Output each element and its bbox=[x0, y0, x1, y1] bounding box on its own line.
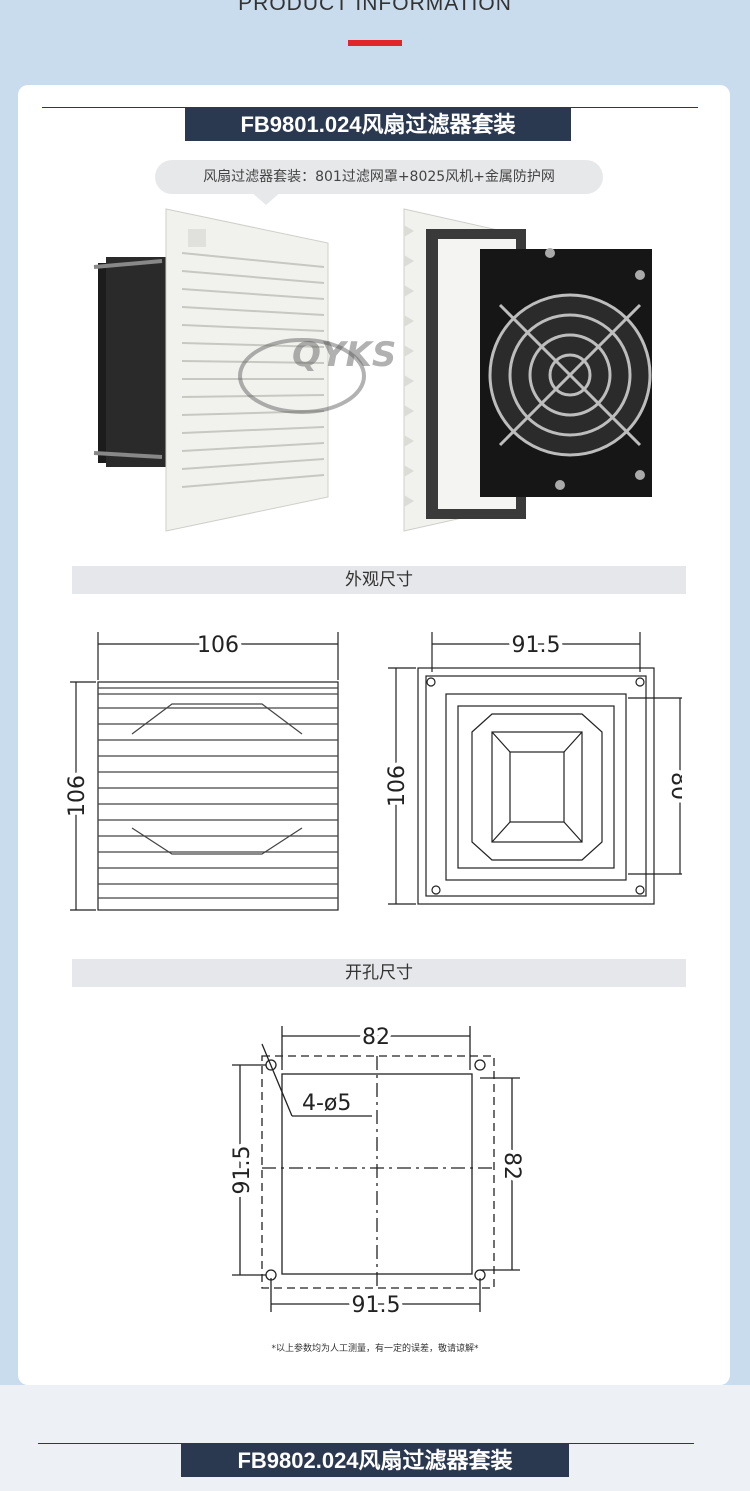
title-rule bbox=[42, 107, 698, 108]
pill-pointer bbox=[250, 191, 282, 205]
dim-back-height: 106 bbox=[385, 765, 410, 807]
cutout-holes: 4-ø5 bbox=[302, 1091, 351, 1116]
section-cutout-dimensions: 开孔尺寸 bbox=[72, 959, 686, 987]
section-outer-dimensions: 外观尺寸 bbox=[72, 566, 686, 594]
cutout-dim-right: 82 bbox=[499, 1152, 524, 1180]
cutout-dim-left: 91.5 bbox=[230, 1146, 255, 1195]
cutout-dim-bottom: 91.5 bbox=[352, 1293, 401, 1318]
header-title: PRODUCT INFORMATION bbox=[238, 0, 512, 15]
model-title-band: FB9801.024风扇过滤器套装 bbox=[185, 108, 571, 141]
product-photo-front bbox=[93, 208, 329, 532]
cutout-dimension-drawing: 82 4-ø5 91.5 82 91.5 bbox=[226, 1021, 528, 1320]
watermark-logo: QYKS bbox=[238, 335, 396, 414]
dim-back-width: 91.5 bbox=[512, 633, 561, 658]
cutout-dim-top: 82 bbox=[362, 1025, 390, 1050]
watermark-text: QYKS bbox=[292, 335, 396, 375]
model-title-band-2: FB9802.024风扇过滤器套装 bbox=[181, 1444, 569, 1477]
outer-dimension-drawing: 106 106 91.5 106 80 bbox=[62, 629, 682, 911]
dim-back-inner: 80 bbox=[666, 772, 682, 800]
product-photo-back bbox=[403, 208, 652, 532]
header-accent-bar bbox=[348, 40, 402, 46]
dim-front-height: 106 bbox=[65, 775, 90, 817]
title-rule-2 bbox=[38, 1443, 694, 1444]
dim-front-width: 106 bbox=[197, 633, 239, 658]
kit-description: 风扇过滤器套装：801过滤网罩+8025风机+金属防护网 bbox=[155, 160, 603, 194]
measurement-note: *以上参数均为人工测量，有一定的误差，敬请谅解* bbox=[271, 1344, 479, 1354]
